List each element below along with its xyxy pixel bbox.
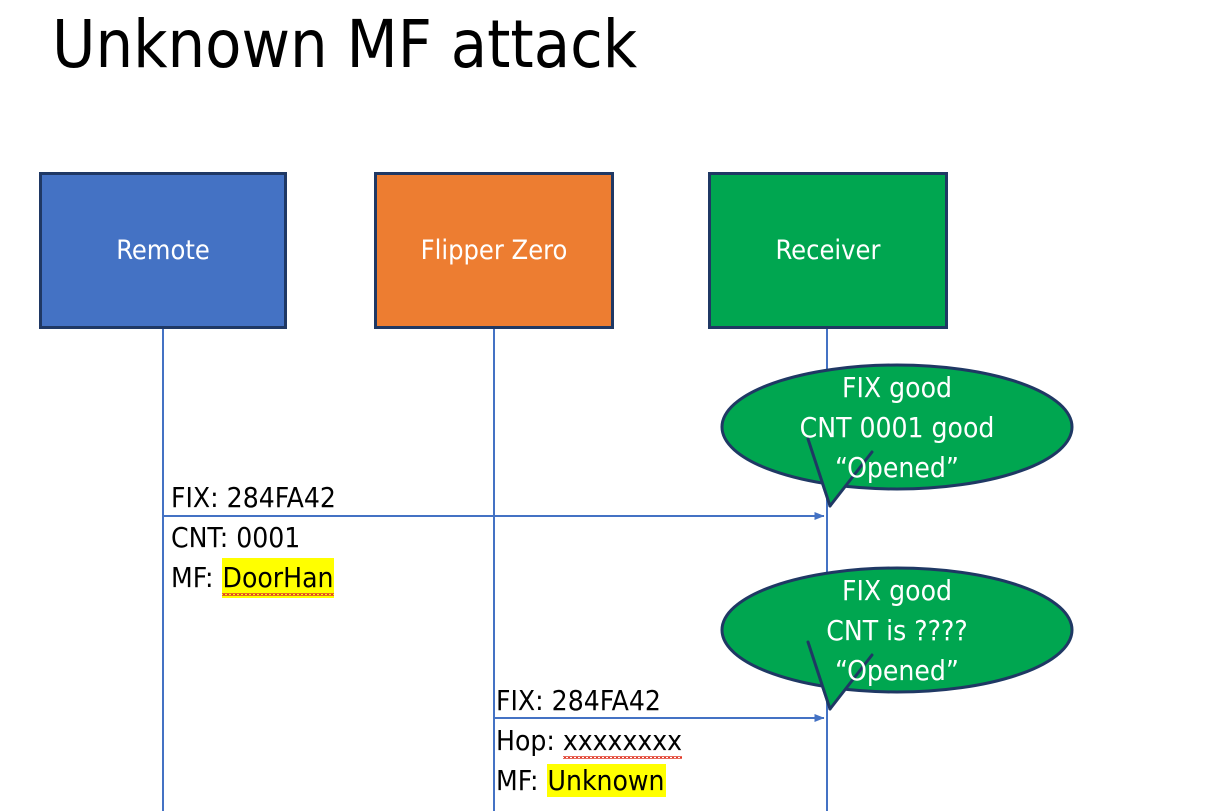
message-line-label: Hop: [496, 724, 555, 757]
callout-second-line-2: CNT is ???? [826, 614, 968, 647]
message-line-label: FIX: [496, 684, 544, 717]
page-title: Unknown MF attack [52, 6, 638, 83]
callout-first-line-2: CNT 0001 good [799, 411, 995, 444]
actor-box-flipper[interactable]: Flipper Zero [374, 172, 614, 329]
message-label-flipper-to-receiver: FIX: 284FA42 Hop: xxxxxxxx MF: Unknown [496, 681, 683, 801]
message-line: CNT: 0001 [171, 518, 336, 558]
message-line-value-highlighted: Unknown [546, 764, 666, 797]
callout-second-line-3: “Opened” [835, 654, 959, 687]
message-line: FIX: 284FA42 [496, 681, 682, 721]
message-line: Hop: xxxxxxxx [496, 721, 683, 761]
callout-bubble-second[interactable] [720, 566, 1074, 711]
message-line-value: 0001 [236, 521, 301, 554]
callout-first-line-3: “Opened” [835, 451, 959, 484]
message-line-value: 284FA42 [551, 684, 661, 717]
actor-label-remote: Remote [116, 234, 210, 266]
message-line-value-misspelled: xxxxxxxx [562, 721, 683, 761]
actor-label-flipper: Flipper Zero [420, 234, 568, 266]
actor-box-remote[interactable]: Remote [39, 172, 287, 329]
actor-label-receiver: Receiver [775, 234, 881, 266]
message-line-value-highlighted: DoorHan [221, 558, 335, 598]
message-line: MF: Unknown [496, 761, 682, 801]
callout-first-text: FIX good CNT 0001 good “Opened” [722, 368, 1072, 488]
message-line-label: MF: [496, 764, 539, 797]
message-line-label: FIX: [171, 481, 219, 514]
callout-second-text: FIX good CNT is ???? “Opened” [722, 571, 1072, 691]
callout-first-line-1: FIX good [842, 371, 952, 404]
actor-box-receiver[interactable]: Receiver [708, 172, 948, 329]
message-line: FIX: 284FA42 [171, 478, 336, 518]
message-line-label: CNT: [171, 521, 229, 554]
message-line-value: 284FA42 [226, 481, 336, 514]
message-label-remote-to-receiver: FIX: 284FA42 CNT: 0001 MF: DoorHan [171, 478, 336, 598]
message-line-label: MF: [171, 561, 214, 594]
callout-bubble-first[interactable] [720, 363, 1074, 508]
callout-second-line-1: FIX good [842, 574, 952, 607]
message-line: MF: DoorHan [171, 558, 336, 598]
